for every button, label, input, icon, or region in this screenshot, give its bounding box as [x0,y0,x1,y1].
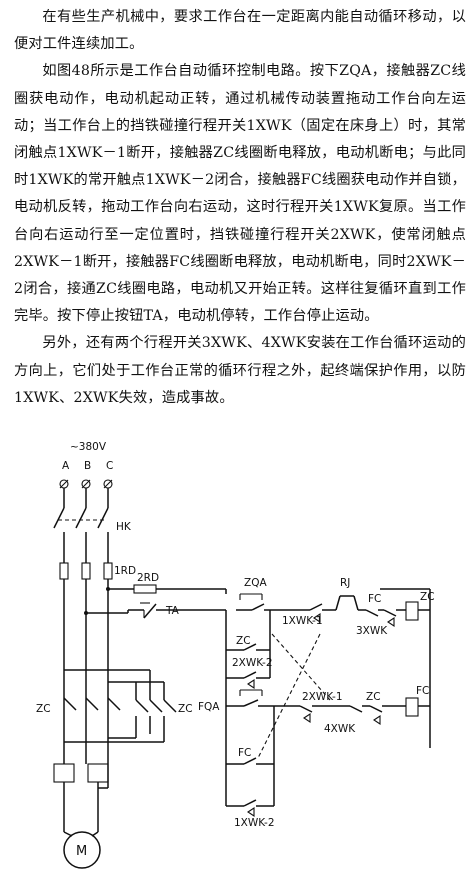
limit-contact-4xwk [369,705,406,726]
xwk1-1-label: 1XWK-1 [282,615,323,627]
zc-interlock-contact [349,705,370,713]
hk-label: HK [116,521,132,533]
fqa-label: FQA [198,701,220,713]
fuse-1rd-label: 1RD [114,565,136,577]
fc-selfhold-label: FC [238,747,251,759]
motor-symbol [63,831,101,869]
motor-label: M [76,844,87,859]
rj-label: RJ [340,577,350,589]
article-text: 在有些生产机械中，要求工作台在一定距离内能自动循环移动，以便对工件连续加工。 如… [14,4,466,412]
zc-coil-label: ZC [420,591,435,603]
fc-selfhold-contact [225,706,275,765]
paragraph-intro: 在有些生产机械中，要求工作台在一定距离内能自动循环移动，以便对工件连续加工。 [14,9,466,53]
stop-button-ta [128,602,226,619]
voltage-label: ~380V [70,441,107,453]
thermal-relay-rj [335,595,359,611]
paragraph-protection: 另外，还有两个行程开关3XWK、4XWK安装在工作台循环运动的方向上，它们处于工… [14,335,466,406]
xwk2-2-label: 2XWK-2 [232,657,273,669]
zc-selfhold-label: ZC [236,635,251,647]
zc-interlock-label: ZC [366,691,381,703]
phase-b-label: B [84,460,91,472]
control-circuit-diagram: ~380V A B C HK [36,441,435,869]
fc-interlock-contact [365,609,384,617]
limit-contact-2xwk-2 [226,650,271,690]
limit-contact-2xwk-1 [299,705,350,724]
fuse-1rd [59,562,113,733]
zc-main-right-label: ZC [178,703,193,715]
main-contacts-reverse-right [64,669,177,743]
xwk3-label: 3XWK [356,625,388,637]
fc-coil [405,697,419,717]
xwk4-label: 4XWK [324,723,356,735]
limit-contact-3xwk [383,609,402,628]
main-contacts-zc-left [63,697,121,711]
reverse-start-button-fqa [226,689,300,707]
xwk1-2-label: 1XWK-2 [234,817,275,829]
limit-contact-1xwk-1 [309,603,336,624]
zc-selfhold-contact [226,610,271,651]
limit-contact-1xwk-2 [225,764,275,818]
fuse-2rd [133,584,157,594]
zc-coil [405,601,419,621]
xwk2-1-label: 2XWK-1 [302,691,343,703]
power-terminals [59,479,113,489]
fuse-2rd-label: 2RD [137,572,159,584]
paragraph-operation: 如图48所示是工作台自动循环控制电路。按下ZQA，接触器ZC线圈获电动作，电动机… [14,63,466,325]
fc-interlock-label: FC [368,593,381,605]
zc-main-left-label: ZC [36,703,51,715]
zqa-label: ZQA [244,577,267,589]
ta-label: TA [165,605,180,617]
phase-c-label: C [106,460,113,472]
fc-coil-label: FC [416,685,429,697]
hk-switch [53,488,109,563]
forward-start-button-zqa [236,593,310,611]
thermal-elements [53,733,109,832]
phase-a-label: A [62,460,70,472]
